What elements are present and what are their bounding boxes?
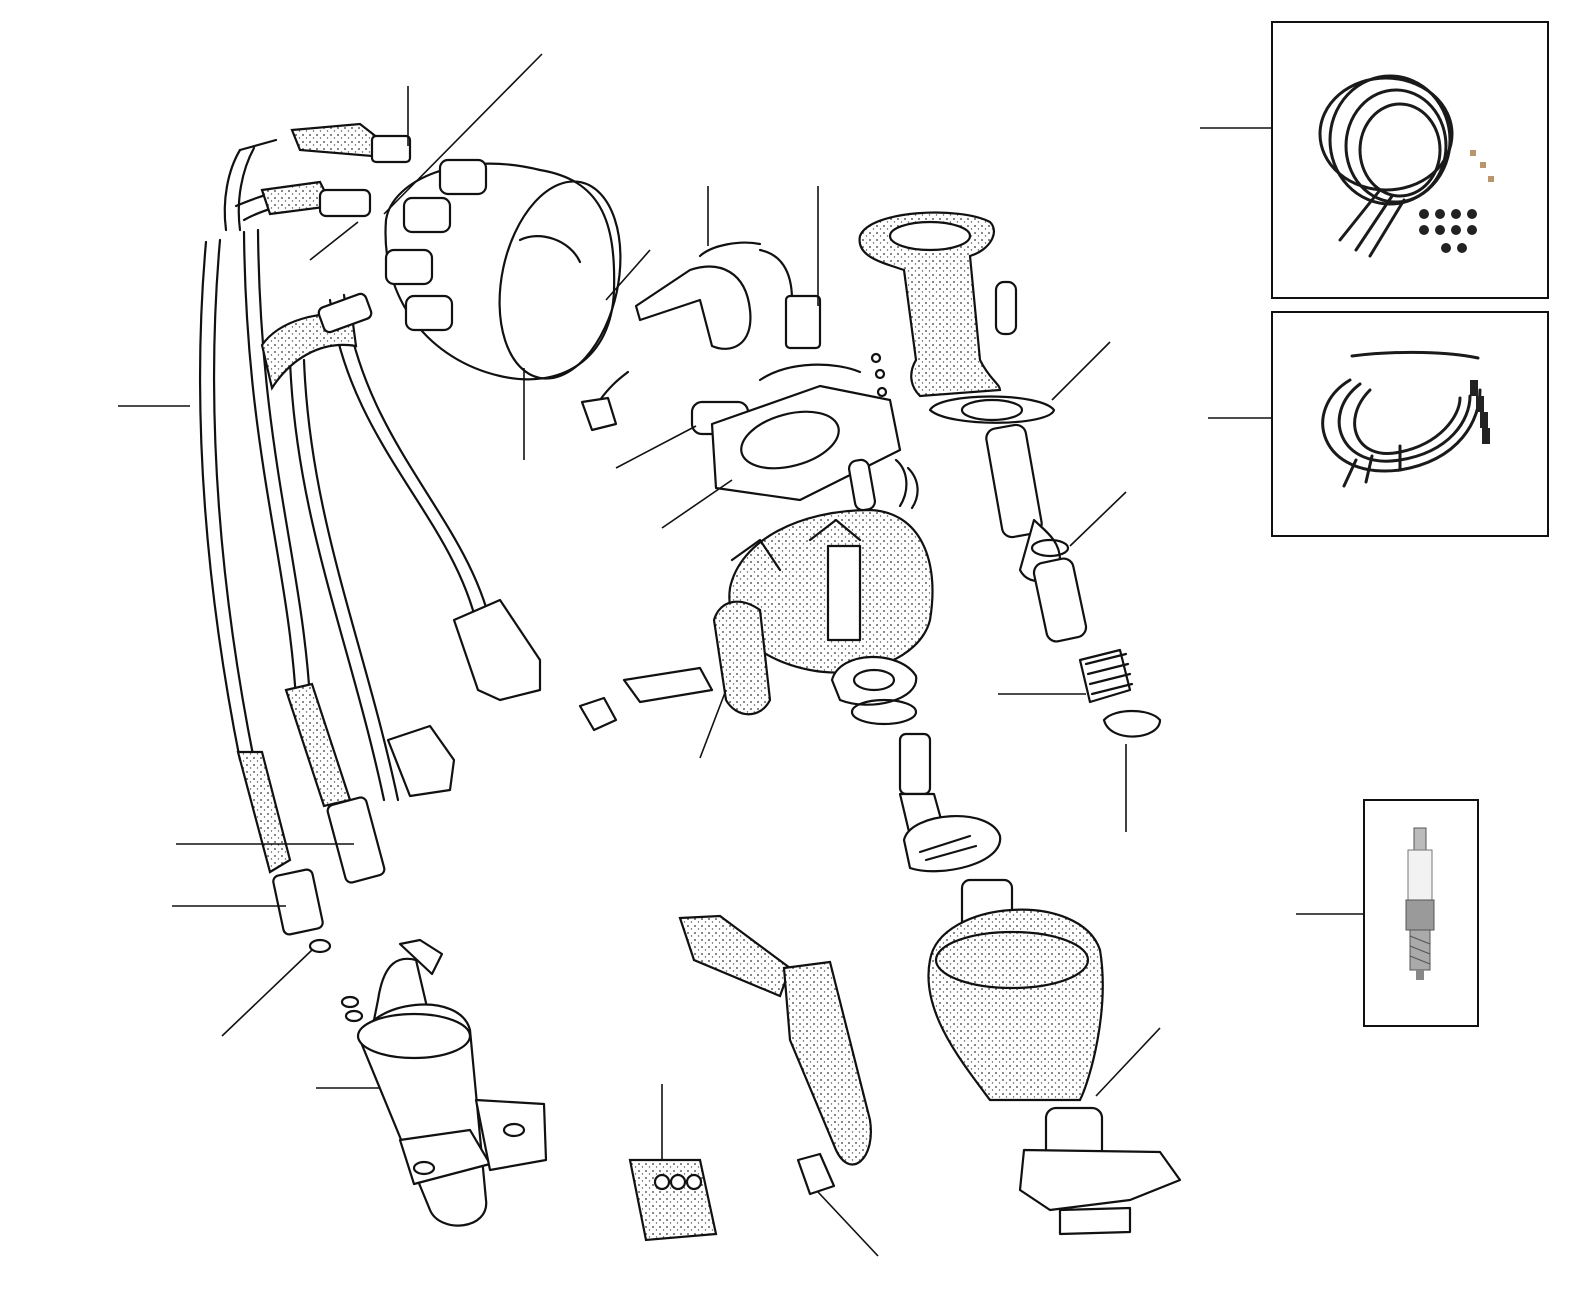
distributor-drive-housing[interactable] — [858, 211, 1056, 424]
plug-lead-connectors[interactable] — [260, 122, 412, 391]
ignition-coil[interactable] — [340, 938, 548, 1227]
drive-shaft[interactable] — [985, 423, 1088, 643]
ht-lead-set-photo-1[interactable] — [1271, 21, 1549, 299]
lower-plug-connectors[interactable] — [236, 598, 542, 954]
distributor-body-upper[interactable] — [728, 458, 934, 674]
washers[interactable] — [830, 655, 918, 726]
drive-gear[interactable] — [1078, 648, 1162, 738]
centrifugal-advance-weights[interactable] — [898, 732, 1002, 873]
leader-lines — [118, 53, 1364, 1257]
plug-boots — [1470, 380, 1490, 444]
lead-separators[interactable] — [628, 914, 872, 1242]
spark-plug-photo[interactable] — [1363, 799, 1479, 1027]
distributor-cap[interactable] — [384, 158, 638, 390]
lead-clip[interactable] — [796, 1152, 836, 1196]
boot-set — [1419, 150, 1494, 253]
rotor-arm[interactable] — [634, 241, 762, 350]
distributor-body[interactable] — [927, 878, 1182, 1236]
vacuum-advance-unit[interactable] — [578, 600, 772, 732]
condenser[interactable] — [580, 248, 822, 436]
ht-lead-set-photo-2[interactable] — [1271, 311, 1549, 537]
